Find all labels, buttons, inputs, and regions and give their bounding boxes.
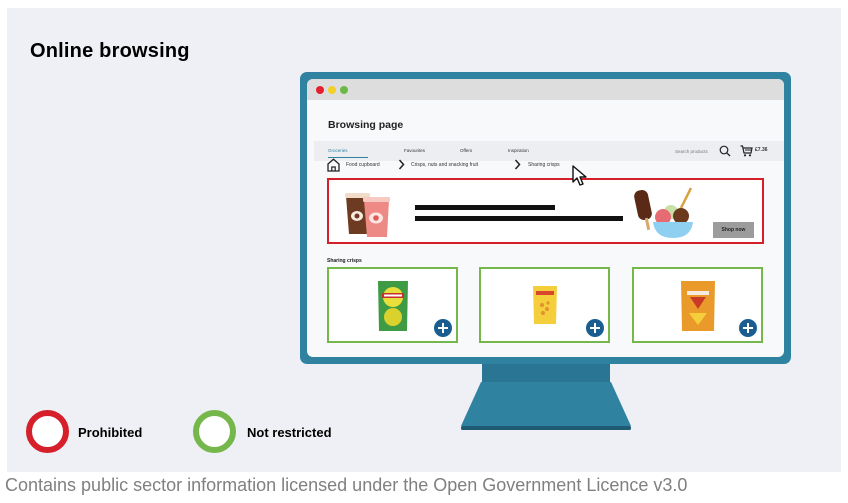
licence-caption: Contains public sector information licen… xyxy=(5,475,688,495)
promo-banner-prohibited[interactable]: Shop now xyxy=(327,178,764,244)
tab-offers[interactable]: Offers xyxy=(460,148,473,153)
add-to-basket-button[interactable] xyxy=(434,319,452,337)
browser-window: Browsing page Groceries Favourites Offer… xyxy=(307,79,784,357)
not-restricted-legend-icon xyxy=(193,410,236,453)
tab-favourites[interactable]: Favourites xyxy=(404,148,426,153)
section-heading: Sharing crisps xyxy=(327,258,362,264)
tab-groceries[interactable]: Groceries xyxy=(328,148,348,153)
yellow-crisps-bag-image xyxy=(532,286,557,324)
breadcrumb: Food cupboard Crisps, nuts and snacking … xyxy=(327,158,777,172)
site-navbar: Groceries Favourites Offers Inspiration … xyxy=(314,141,784,161)
minimize-window-icon[interactable] xyxy=(328,86,336,94)
search-input[interactable]: Search products xyxy=(675,149,708,154)
mouse-cursor-icon xyxy=(572,165,587,186)
chevron-right-icon xyxy=(398,159,405,170)
ice-cream-bowl-image xyxy=(634,187,693,238)
ice-cream-tubs-image xyxy=(345,193,390,237)
home-icon[interactable] xyxy=(327,158,340,172)
legend-label-prohibited: Prohibited xyxy=(78,425,143,440)
banner-headline-placeholder xyxy=(415,205,555,210)
breadcrumb-crisps-nuts[interactable]: Crisps, nuts and snacking fruit xyxy=(411,162,478,168)
add-to-basket-button[interactable] xyxy=(739,319,757,337)
search-icon[interactable] xyxy=(719,145,731,157)
monitor-neck xyxy=(482,364,610,384)
monitor: Browsing page Groceries Favourites Offer… xyxy=(300,72,791,364)
product-card-not-restricted[interactable] xyxy=(327,267,458,343)
chevron-right-icon xyxy=(514,159,521,170)
breadcrumb-sharing-crisps[interactable]: Sharing crisps xyxy=(528,162,560,168)
browser-page-title: Browsing page xyxy=(328,119,404,131)
close-window-icon[interactable] xyxy=(316,86,324,94)
shop-now-button[interactable]: Shop now xyxy=(713,222,754,238)
add-to-basket-button[interactable] xyxy=(586,319,604,337)
green-crisps-bag-image xyxy=(377,281,408,331)
banner-subtext-placeholder xyxy=(415,216,623,221)
monitor-stand xyxy=(461,382,631,430)
legend-label-not-restricted: Not restricted xyxy=(247,425,332,440)
active-tab-underline xyxy=(328,157,368,158)
tab-inspiration[interactable]: Inspiration xyxy=(508,148,529,153)
cart-total: £7.36 xyxy=(755,147,768,153)
browser-titlebar xyxy=(307,79,784,100)
product-card-not-restricted[interactable] xyxy=(479,267,610,343)
prohibited-legend-icon xyxy=(26,410,69,453)
orange-tortilla-chips-bag-image xyxy=(680,281,715,331)
cart-icon[interactable] xyxy=(740,145,753,157)
page-heading: Online browsing xyxy=(30,40,190,62)
breadcrumb-food-cupboard[interactable]: Food cupboard xyxy=(346,162,380,168)
maximize-window-icon[interactable] xyxy=(340,86,348,94)
product-card-not-restricted[interactable] xyxy=(632,267,763,343)
